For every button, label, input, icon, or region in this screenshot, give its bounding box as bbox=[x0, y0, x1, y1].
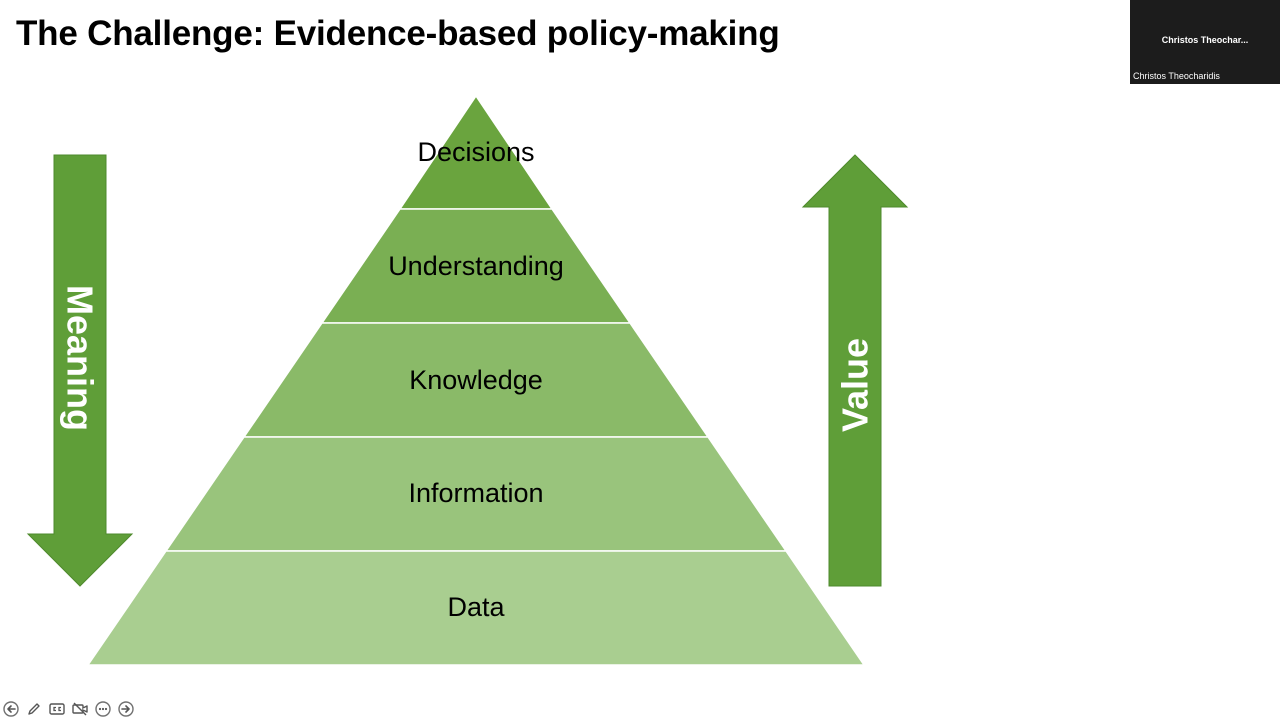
next-icon bbox=[118, 701, 134, 717]
presentation-controls bbox=[2, 699, 135, 719]
previous-icon bbox=[3, 701, 19, 717]
slide-title: The Challenge: Evidence-based policy-mak… bbox=[16, 14, 780, 53]
pyramid-label-data: Data bbox=[447, 592, 505, 622]
value-arrow: Value bbox=[801, 154, 909, 587]
camera-toggle-button[interactable] bbox=[71, 700, 89, 718]
camera-off-icon bbox=[72, 702, 88, 716]
more-options-button[interactable] bbox=[94, 700, 112, 718]
captions-button[interactable] bbox=[48, 700, 66, 718]
pen-tool-button[interactable] bbox=[25, 700, 43, 718]
value-arrow-shape bbox=[801, 154, 909, 587]
captions-icon bbox=[49, 703, 65, 715]
pyramid-label-understanding: Understanding bbox=[388, 251, 564, 281]
pyramid-tier-data bbox=[86, 550, 866, 666]
pyramid: Decisions Understanding Knowledge Inform… bbox=[86, 94, 866, 666]
pyramid-label-knowledge: Knowledge bbox=[409, 365, 543, 395]
more-icon bbox=[95, 701, 111, 717]
next-slide-button[interactable] bbox=[117, 700, 135, 718]
meaning-arrow-shape bbox=[26, 154, 134, 587]
meaning-arrow: Meaning bbox=[26, 154, 134, 587]
presenter-video-tile[interactable]: Christos Theochar... Christos Theocharid… bbox=[1130, 0, 1280, 84]
pyramid-label-decisions: Decisions bbox=[417, 137, 534, 167]
presenter-name: Christos Theochar... bbox=[1161, 35, 1249, 45]
value-arrow-label: Value bbox=[835, 338, 876, 432]
pen-icon bbox=[28, 703, 40, 715]
previous-slide-button[interactable] bbox=[2, 700, 20, 718]
meaning-arrow-label: Meaning bbox=[60, 285, 101, 431]
presenter-caption: Christos Theocharidis bbox=[1133, 71, 1220, 81]
pyramid-label-information: Information bbox=[408, 478, 543, 508]
